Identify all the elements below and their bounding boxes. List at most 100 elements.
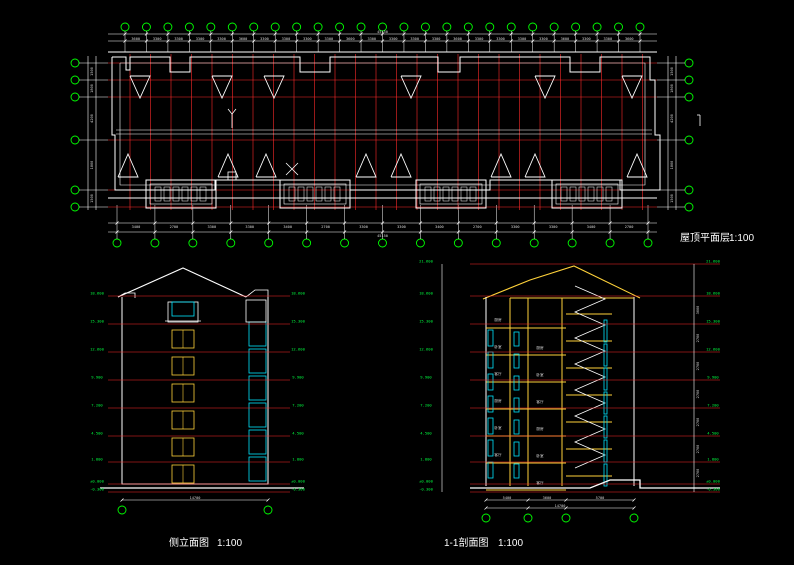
dim-tick <box>153 221 157 225</box>
section-window <box>513 397 520 413</box>
roof-plan-top-dim: 3300 <box>539 37 548 41</box>
section-axis-bubble <box>481 513 491 523</box>
section-right-dim: 2700 <box>696 334 700 343</box>
dim-tick <box>494 221 499 225</box>
stair-tread <box>199 186 207 202</box>
section-stair-window <box>603 391 608 415</box>
roof-drain-slope-arrow <box>263 75 285 100</box>
section-right-dim: 2700 <box>696 418 700 427</box>
stair-tread <box>424 186 432 202</box>
roof-plan-bottom-dim: 3400 <box>587 225 596 229</box>
dim-tick <box>337 39 342 43</box>
elevation-balcony <box>248 375 267 401</box>
roof-plan-top-dim: 3600 <box>346 37 355 41</box>
dim-tick <box>530 32 535 36</box>
section-axis-bubble <box>629 513 639 523</box>
section-title: 1-1剖面图 <box>444 536 488 549</box>
section-level-left: 1.800 <box>420 457 432 462</box>
section-window <box>513 331 520 347</box>
roof-plan-bottom-dim: 3400 <box>132 225 141 229</box>
elevation-level-left: 1.800 <box>91 457 103 462</box>
dim-tick <box>646 221 650 225</box>
elevation-balcony <box>248 402 267 428</box>
side-elevation-scale: 1:100 <box>217 538 242 549</box>
dim-tick <box>273 32 277 36</box>
section-right-dim: 3000 <box>696 306 700 315</box>
dim-tick <box>359 32 363 36</box>
dim-tick <box>342 221 347 225</box>
section-level-right: 7.200 <box>707 403 719 408</box>
roof-drain-slope-arrow <box>117 152 139 178</box>
dim-tick <box>166 32 170 36</box>
dim-tick <box>456 230 461 234</box>
roof-drain-slope-arrow <box>255 152 277 178</box>
section-level-left: 12.600 <box>419 347 433 352</box>
dim-tick <box>445 39 449 43</box>
dim-tick <box>509 39 513 43</box>
stair-headhouse <box>145 179 217 209</box>
roof-plan-bottom-dim: 3300 <box>549 225 558 229</box>
dim-tick <box>230 32 235 36</box>
dim-tick <box>144 32 149 36</box>
dim-tick <box>423 39 428 43</box>
section-stair-flights <box>573 285 607 469</box>
dim-tick <box>632 498 636 502</box>
dim-tick <box>123 39 127 43</box>
antenna-top <box>227 108 237 115</box>
elevation-eave-left <box>117 292 136 298</box>
roof-plan-bottom-dim: 3300 <box>245 225 254 229</box>
dim-tick <box>380 32 385 36</box>
dim-tick <box>316 39 320 43</box>
elevation-axis-bubble <box>117 505 127 515</box>
section-stair-window <box>603 343 608 367</box>
section-bottom-dim: 3600 <box>543 496 552 500</box>
dim-tick <box>484 498 488 502</box>
linework-layer <box>70 22 720 523</box>
roof-plan-inner-outline <box>119 62 646 186</box>
stair-tread <box>315 186 323 202</box>
roof-plan-bottom-dim: 3300 <box>511 225 520 229</box>
section-scale: 1:100 <box>498 538 523 549</box>
dim-tick <box>445 32 449 36</box>
section-level-left: -0.300 <box>419 487 433 492</box>
section-level-right: 4.500 <box>707 431 719 436</box>
section-room-label: 卧室 <box>536 372 544 377</box>
section-room-label: 客厅 <box>536 399 544 404</box>
stair-tread <box>306 186 314 202</box>
stair-tread <box>442 186 450 202</box>
dim-tick <box>616 39 621 43</box>
roof-plan-bottom-dim: 2700 <box>625 225 634 229</box>
roof-drain-slope-arrow <box>129 75 151 100</box>
roof-plan-top-dim: 3300 <box>475 37 484 41</box>
section-level-left: ±0.000 <box>419 479 433 484</box>
section-window <box>513 441 520 457</box>
stair-tread <box>190 186 198 202</box>
elevation-level-left: 15.300 <box>90 319 104 324</box>
dim-tick <box>294 32 299 36</box>
stair-headhouse-inner <box>149 183 213 205</box>
elevation-top-glass <box>171 301 195 317</box>
roof-plan-top-dim: 3600 <box>453 37 462 41</box>
dim-tick <box>573 32 578 36</box>
dim-tick <box>488 39 492 43</box>
section-level-right: 9.900 <box>707 375 719 380</box>
roof-plan-left-dim: 1500 <box>90 194 94 203</box>
dim-tick <box>380 39 385 43</box>
section-window <box>513 353 520 369</box>
stair-tread <box>605 186 613 202</box>
dim-tick <box>359 39 363 43</box>
roof-drain-slope-arrow <box>211 75 233 100</box>
section-room-label: 卧室 <box>494 344 502 349</box>
roof-plan-bottom-dim: 2700 <box>170 225 179 229</box>
dim-tick <box>144 39 149 43</box>
roof-drain-slope-arrow <box>534 75 556 100</box>
dim-tick <box>209 39 213 43</box>
roof-plan-overall-dim-top: 45150 <box>377 30 388 34</box>
dim-tick <box>229 221 233 225</box>
section-stair-window <box>603 415 608 439</box>
roof-plan-right-dim: 1800 <box>670 84 674 93</box>
dim-tick <box>646 230 650 234</box>
elevation-level-right: 18.600 <box>291 291 305 296</box>
